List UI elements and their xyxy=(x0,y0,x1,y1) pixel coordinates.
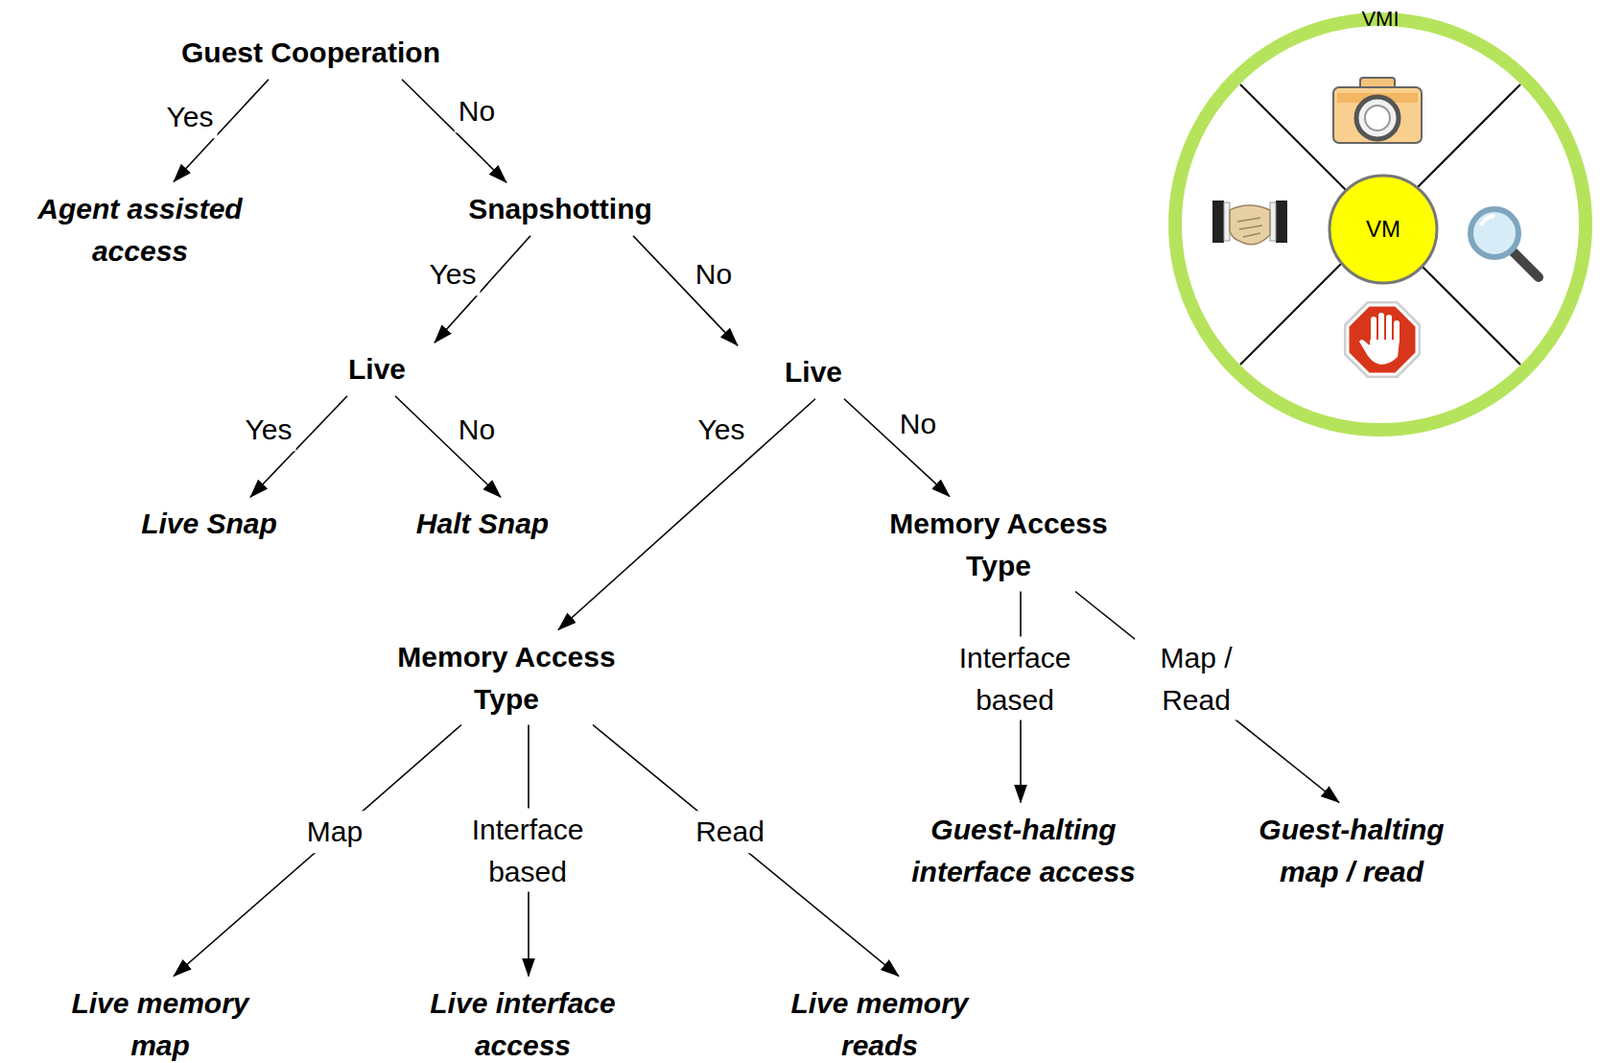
node-label: Live xyxy=(329,348,425,391)
node-label: Guest-halting interface access xyxy=(884,808,1163,893)
result-node: Agent assisted access xyxy=(10,188,270,272)
decision-node: Live xyxy=(329,348,425,391)
camera-icon xyxy=(1333,77,1422,143)
result-node: Guest-halting interface access xyxy=(884,808,1163,893)
decision-node: Memory Access Type xyxy=(372,635,641,720)
result-node: Live memory map xyxy=(54,982,266,1063)
vm-circle: VM xyxy=(1327,173,1439,285)
branch-arrow xyxy=(558,399,816,631)
node-label: Memory Access Type xyxy=(864,502,1133,587)
branch-label: Interface based xyxy=(929,636,1101,721)
node-label: Live memory map xyxy=(54,982,266,1063)
branch-label: Yes xyxy=(163,95,218,139)
node-label: Halt Snap xyxy=(386,502,579,545)
decision-node: Snapshotting xyxy=(435,188,685,231)
result-node: Guest-halting map / read xyxy=(1231,808,1472,893)
branch-label: Yes xyxy=(241,408,297,451)
branch-arrow xyxy=(633,235,738,347)
divider-lines xyxy=(1240,84,1521,365)
branch-label: Map xyxy=(303,810,367,853)
decision-node: Guest Cooperation xyxy=(138,31,484,74)
handshake-icon xyxy=(1212,200,1288,245)
vm-label: VM xyxy=(1365,215,1401,243)
branch-label: No xyxy=(454,90,499,133)
node-label: Live Snap xyxy=(113,502,306,545)
node-label: Agent assisted access xyxy=(10,188,270,272)
branch-label: Yes xyxy=(425,253,481,296)
branch-label: Interface based xyxy=(442,808,613,893)
node-label: Guest-halting map / read xyxy=(1231,808,1472,893)
node-label: Live interface access xyxy=(398,982,648,1063)
branch-label: Yes xyxy=(694,408,750,451)
result-node: Live memory reads xyxy=(774,982,986,1063)
vmi-ring: VMIVM xyxy=(1168,12,1593,437)
branch-arrow xyxy=(395,396,501,498)
branch-arrow xyxy=(173,725,462,977)
ring-ground xyxy=(1181,25,1579,424)
result-node: Halt Snap xyxy=(386,502,579,545)
branch-label: Map / Read xyxy=(1134,636,1258,721)
result-node: Live interface access xyxy=(398,982,648,1063)
node-label: Guest Cooperation xyxy=(138,31,484,74)
branch-arrow xyxy=(401,79,507,184)
branch-label: No xyxy=(691,253,736,296)
node-label: Memory Access Type xyxy=(372,635,641,720)
branch-label: No xyxy=(895,402,941,446)
ring-label: VMI xyxy=(1168,6,1593,32)
branch-label: No xyxy=(454,408,499,451)
node-label: Snapshotting xyxy=(435,188,685,231)
node-label: Live xyxy=(765,351,862,394)
magnifier-icon xyxy=(1470,209,1539,278)
branch-label: Read xyxy=(691,810,769,853)
decision-node: Live xyxy=(765,351,862,394)
branch-arrow xyxy=(592,725,899,977)
decision-node: Memory Access Type xyxy=(864,502,1133,587)
node-label: Live memory reads xyxy=(774,982,986,1063)
stop-icon xyxy=(1343,301,1421,378)
branch-arrow xyxy=(1075,591,1340,803)
branch-arrow xyxy=(844,399,950,497)
result-node: Live Snap xyxy=(113,502,306,545)
